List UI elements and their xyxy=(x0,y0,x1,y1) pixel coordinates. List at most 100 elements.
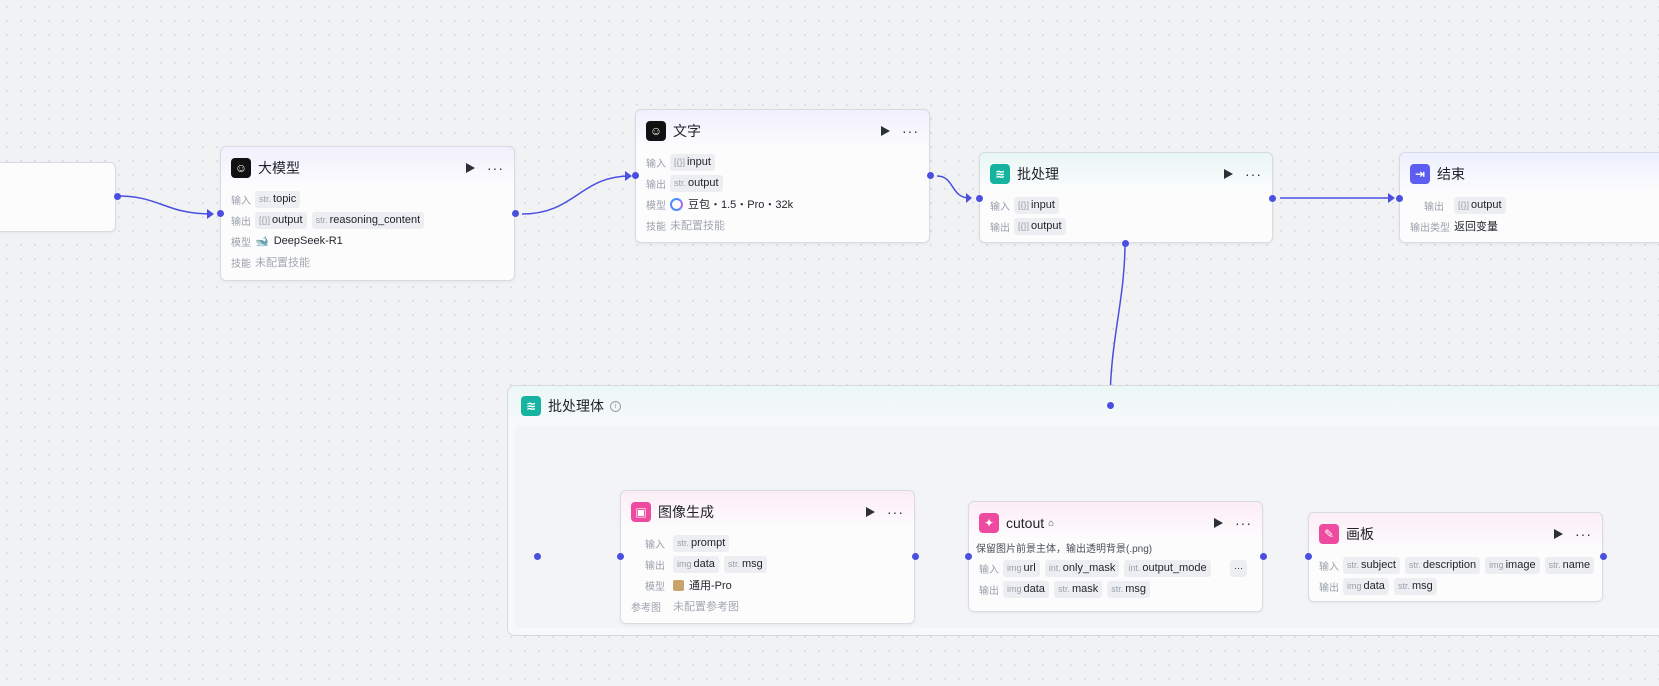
output-label: 输出 xyxy=(646,179,666,191)
more-icon[interactable]: ··· xyxy=(887,504,904,520)
layers-icon: ≋ xyxy=(990,164,1010,184)
run-icon[interactable] xyxy=(866,507,875,517)
model-avatar-icon xyxy=(673,579,684,591)
cutout-output-port[interactable] xyxy=(1260,553,1267,560)
more-icon[interactable]: ··· xyxy=(1245,166,1262,182)
run-icon[interactable] xyxy=(1224,169,1233,179)
model-value: 通用-Pro xyxy=(689,580,732,592)
node-title: 图像生成 xyxy=(658,504,714,520)
model-value: DeepSeek-R1 xyxy=(273,235,343,247)
input-label: 输入 xyxy=(979,564,999,576)
llm-output-port[interactable] xyxy=(512,210,519,217)
edge-batch-to-body xyxy=(1109,242,1126,406)
output-label: 输出 xyxy=(645,560,665,572)
node-end[interactable]: ⇥ 结束 输出 [{}]output 输出类型 返回变量 xyxy=(1399,152,1659,243)
batch-output-port[interactable] xyxy=(1269,195,1276,202)
output-label: 输出 xyxy=(990,222,1010,234)
output-type-label: 输出类型 xyxy=(1410,222,1450,234)
skill-label: 技能 xyxy=(231,258,251,270)
deepseek-icon: 🐋 xyxy=(255,235,269,248)
node-title: 结束 xyxy=(1437,166,1465,182)
output-label: 输出 xyxy=(1319,582,1339,594)
model-label: 模型 xyxy=(645,581,665,593)
var-chip: int.only_mask xyxy=(1044,559,1120,577)
doubao-icon xyxy=(670,197,683,211)
start-output-port[interactable] xyxy=(114,193,121,200)
node-title: 画板 xyxy=(1346,526,1374,542)
skill-value: 未配置技能 xyxy=(255,257,310,269)
node-description: 保留图片前景主体，输出透明背景(.png) xyxy=(976,543,1153,555)
skill-label: 技能 xyxy=(646,221,666,233)
output-label: 输出 xyxy=(231,216,251,228)
imagegen-output-port[interactable] xyxy=(912,553,919,560)
batch-input-port[interactable] xyxy=(976,195,983,202)
var-chip: str.msg xyxy=(1393,577,1437,595)
text-input-port[interactable] xyxy=(632,172,639,179)
more-icon[interactable]: ··· xyxy=(902,123,919,139)
var-chip: [{}]output xyxy=(1014,217,1066,235)
node-cutout[interactable]: ✦ cutout ⌂ ··· 保留图片前景主体，输出透明背景(.png) 输入 … xyxy=(968,501,1263,612)
info-icon[interactable]: i xyxy=(610,400,621,412)
output-label: 输出 xyxy=(979,585,999,597)
group-inner-start-port[interactable] xyxy=(534,553,541,560)
llm-icon: ☺ xyxy=(231,158,251,178)
edge-text-to-batch xyxy=(936,175,971,199)
text-node-icon: ☺ xyxy=(646,121,666,141)
node-llm[interactable]: ☺ 大模型 ··· 输入 str.topic 输出 [{}]output str… xyxy=(220,146,515,281)
var-chip: [{}]input xyxy=(1014,196,1059,214)
node-text[interactable]: ☺ 文字 ··· 输入 [{}]input 输出 str.output 模型 豆… xyxy=(635,109,930,243)
llm-input-port[interactable] xyxy=(217,210,224,217)
input-label: 输入 xyxy=(645,539,665,551)
skill-value: 未配置技能 xyxy=(670,220,725,232)
input-label: 输入 xyxy=(231,195,251,207)
node-canvas[interactable]: ✎ 画板 ··· 输入 str.subject str.description … xyxy=(1308,512,1603,602)
edge-llm-to-text xyxy=(521,175,631,215)
more-icon[interactable]: ··· xyxy=(1575,526,1592,542)
input-label: 输入 xyxy=(990,201,1010,213)
canvas-input-port[interactable] xyxy=(1305,553,1312,560)
input-label: 输入 xyxy=(646,158,666,170)
var-chip: [{}]output xyxy=(255,211,307,229)
var-chip: str.msg xyxy=(1107,580,1151,598)
more-vars-chip[interactable]: ··· xyxy=(1230,559,1247,577)
run-icon[interactable] xyxy=(1214,518,1223,528)
var-chip: [{}]output xyxy=(1454,196,1506,214)
model-label: 模型 xyxy=(646,200,666,212)
input-label: 输入 xyxy=(1319,561,1339,573)
imagegen-input-port[interactable] xyxy=(617,553,624,560)
text-output-port[interactable] xyxy=(927,172,934,179)
node-title: 批处理 xyxy=(1017,166,1059,182)
group-title: 批处理体 xyxy=(548,398,604,414)
more-icon[interactable]: ··· xyxy=(487,160,504,176)
node-title: cutout xyxy=(1006,515,1045,531)
var-chip: str.output xyxy=(670,174,723,192)
cutout-icon: ✦ xyxy=(979,513,999,533)
var-chip: str.prompt xyxy=(673,534,730,552)
run-icon[interactable] xyxy=(881,126,890,136)
var-chip: str.topic xyxy=(255,190,301,208)
model-value: 豆包・1.5・Pro・32k xyxy=(688,199,794,211)
canvas-output-port[interactable] xyxy=(1600,553,1607,560)
batch-body-port[interactable] xyxy=(1122,240,1129,247)
node-batch[interactable]: ≋ 批处理 ··· 输入 [{}]input 输出 [{}]output xyxy=(979,152,1273,243)
end-input-port[interactable] xyxy=(1396,195,1403,202)
ref-label: 参考图 xyxy=(631,602,661,614)
ref-value: 未配置参考图 xyxy=(673,601,739,613)
var-chip: str.mask xyxy=(1053,580,1103,598)
var-chip: [{}]input xyxy=(670,153,715,171)
output-label: 输出 xyxy=(1424,201,1444,213)
group-top-port[interactable] xyxy=(1107,402,1114,409)
run-icon[interactable] xyxy=(1554,529,1563,539)
start-node-partial[interactable] xyxy=(0,162,116,232)
run-icon[interactable] xyxy=(466,163,475,173)
image-icon: ▣ xyxy=(631,502,651,522)
more-icon[interactable]: ··· xyxy=(1235,515,1252,531)
plugin-icon: ⌂ xyxy=(1048,517,1055,529)
cutout-input-port[interactable] xyxy=(965,553,972,560)
var-chip: int.output_mode xyxy=(1124,559,1211,577)
model-label: 模型 xyxy=(231,237,251,249)
